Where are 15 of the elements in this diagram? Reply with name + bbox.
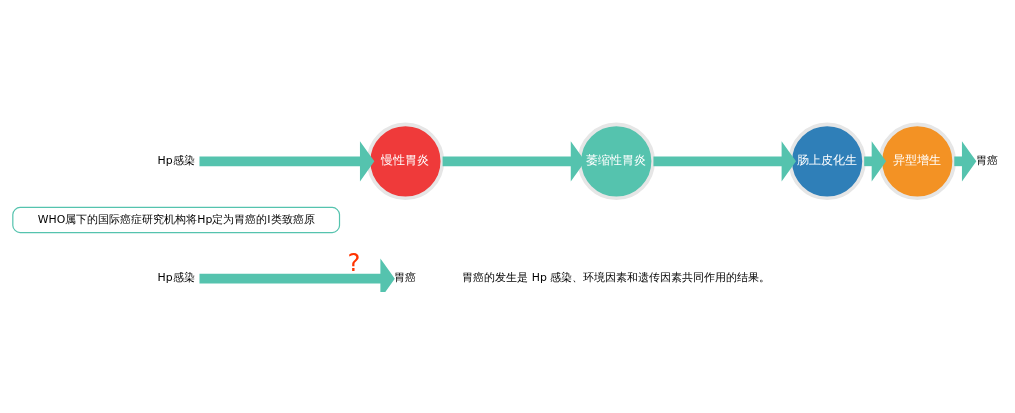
arrow [442,140,585,182]
arrow [199,258,395,292]
node-text: Hp感染 [157,153,195,167]
node-circle: 异型增生 [878,122,956,200]
node-circle: 萎缩性胃炎 [577,122,655,200]
node-circle: 慢性胃炎 [366,122,444,200]
node-text: 胃癌 [975,153,998,167]
node-text: Hp感染 [157,270,195,284]
label: 胃癌的发生是 Hp 感染、环境因素和遗传因素共同作用的结果。 [461,270,770,284]
arrow [652,140,796,182]
node-circle: 肠上皮化生 [787,122,866,200]
edge-label: ? [347,248,360,277]
node-box: WHO属下的国际癌症研究机构将Hp定为胃癌的I类致癌原 [11,206,340,233]
node-text: 胃癌 [393,270,416,284]
arrow [199,140,374,182]
